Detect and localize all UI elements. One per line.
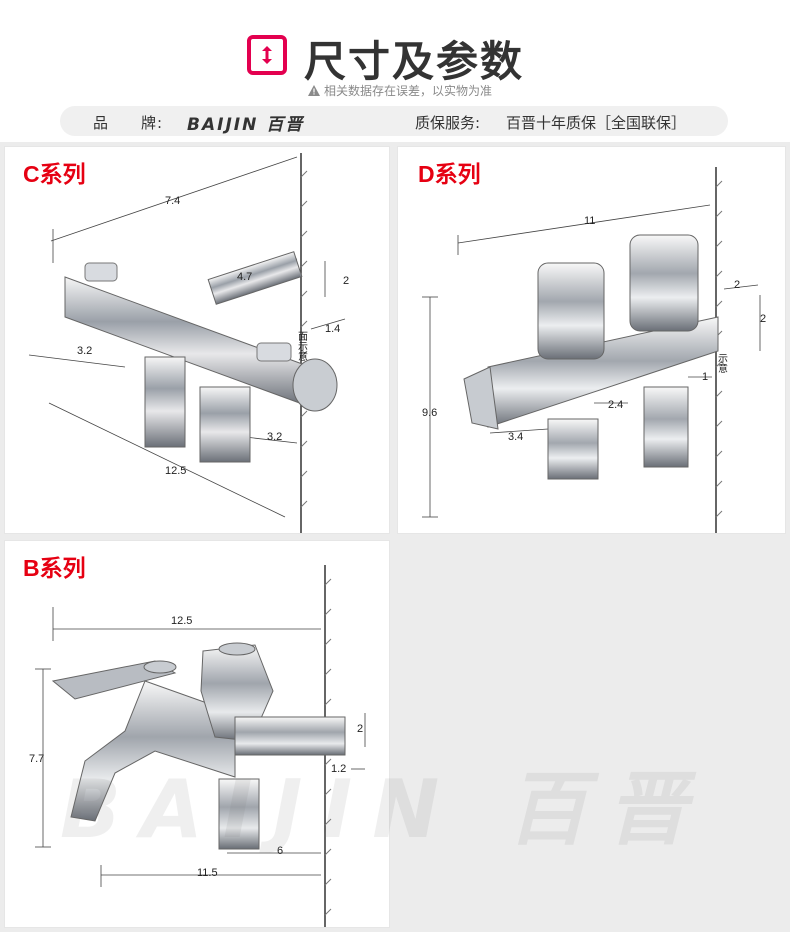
panel-d-series: D系列 <box>397 146 786 534</box>
disclaimer-text: 相关数据存在误差，以实物为准 <box>324 84 493 98</box>
brand-label: 品 牌: <box>93 114 164 132</box>
dim-d-thread-b: 2 <box>760 313 767 325</box>
dim-c-total: 12.5 <box>165 465 187 477</box>
info-bar: 品 牌: BAIJIN 百晋 质保服务: 百晋十年质保［全国联保］ <box>60 106 728 136</box>
panel-c-label: C系列 <box>23 161 86 187</box>
dim-c-length: 7.4 <box>165 195 181 207</box>
panel-d-label: D系列 <box>418 161 481 187</box>
panel-c-diagram <box>28 153 346 533</box>
dim-b-height: 7.7 <box>29 753 45 765</box>
dim-b-thread: 2 <box>357 723 364 735</box>
warning-icon <box>308 85 320 96</box>
dim-d-mid: 2.4 <box>608 399 624 411</box>
panel-c-series: C系列 <box>4 146 390 534</box>
dim-b-outlet: 6 <box>277 845 284 857</box>
wall-note-c: 面示意 <box>298 332 308 363</box>
dim-b-length: 12.5 <box>171 615 193 627</box>
panel-b-series: B系列 <box>4 540 390 928</box>
service-label: 质保服务: <box>415 114 481 132</box>
dim-d-length: 11 <box>584 215 596 227</box>
dim-c-right: 3.2 <box>267 431 283 443</box>
dim-d-thread-a: 2 <box>734 279 741 291</box>
page-title: 尺寸及参数 <box>304 37 525 86</box>
service-value: 百晋十年质保［全国联保］ <box>506 114 687 132</box>
dim-d-left: 3.4 <box>508 431 524 443</box>
dim-c-wall: 1.4 <box>325 323 341 335</box>
dim-d-wall: 1 <box>702 371 709 383</box>
panel-d-diagram <box>422 167 761 533</box>
brand-logo: BAIJIN 百晋 <box>187 115 305 135</box>
dim-c-thread: 2 <box>343 275 350 287</box>
dim-b-wall: 1.2 <box>331 763 347 775</box>
dim-d-height: 9.6 <box>422 407 438 419</box>
disclaimer: 相关数据存在误差，以实物为准 <box>308 82 492 99</box>
page-header: 尺寸及参数 相关数据存在误差，以实物为准 <box>0 0 790 100</box>
brand-watermark: BAIJIN 百晋 <box>60 763 707 856</box>
dim-c-left: 3.2 <box>77 345 93 357</box>
panel-b-label: B系列 <box>23 555 86 581</box>
panel-empty <box>397 540 786 928</box>
dim-c-branch: 4.7 <box>237 271 253 283</box>
resize-vertical-icon <box>247 35 287 75</box>
wall-note-d: 示意 <box>718 354 728 375</box>
dim-b-total: 11.5 <box>197 867 218 879</box>
panel-b-diagram <box>35 565 366 927</box>
